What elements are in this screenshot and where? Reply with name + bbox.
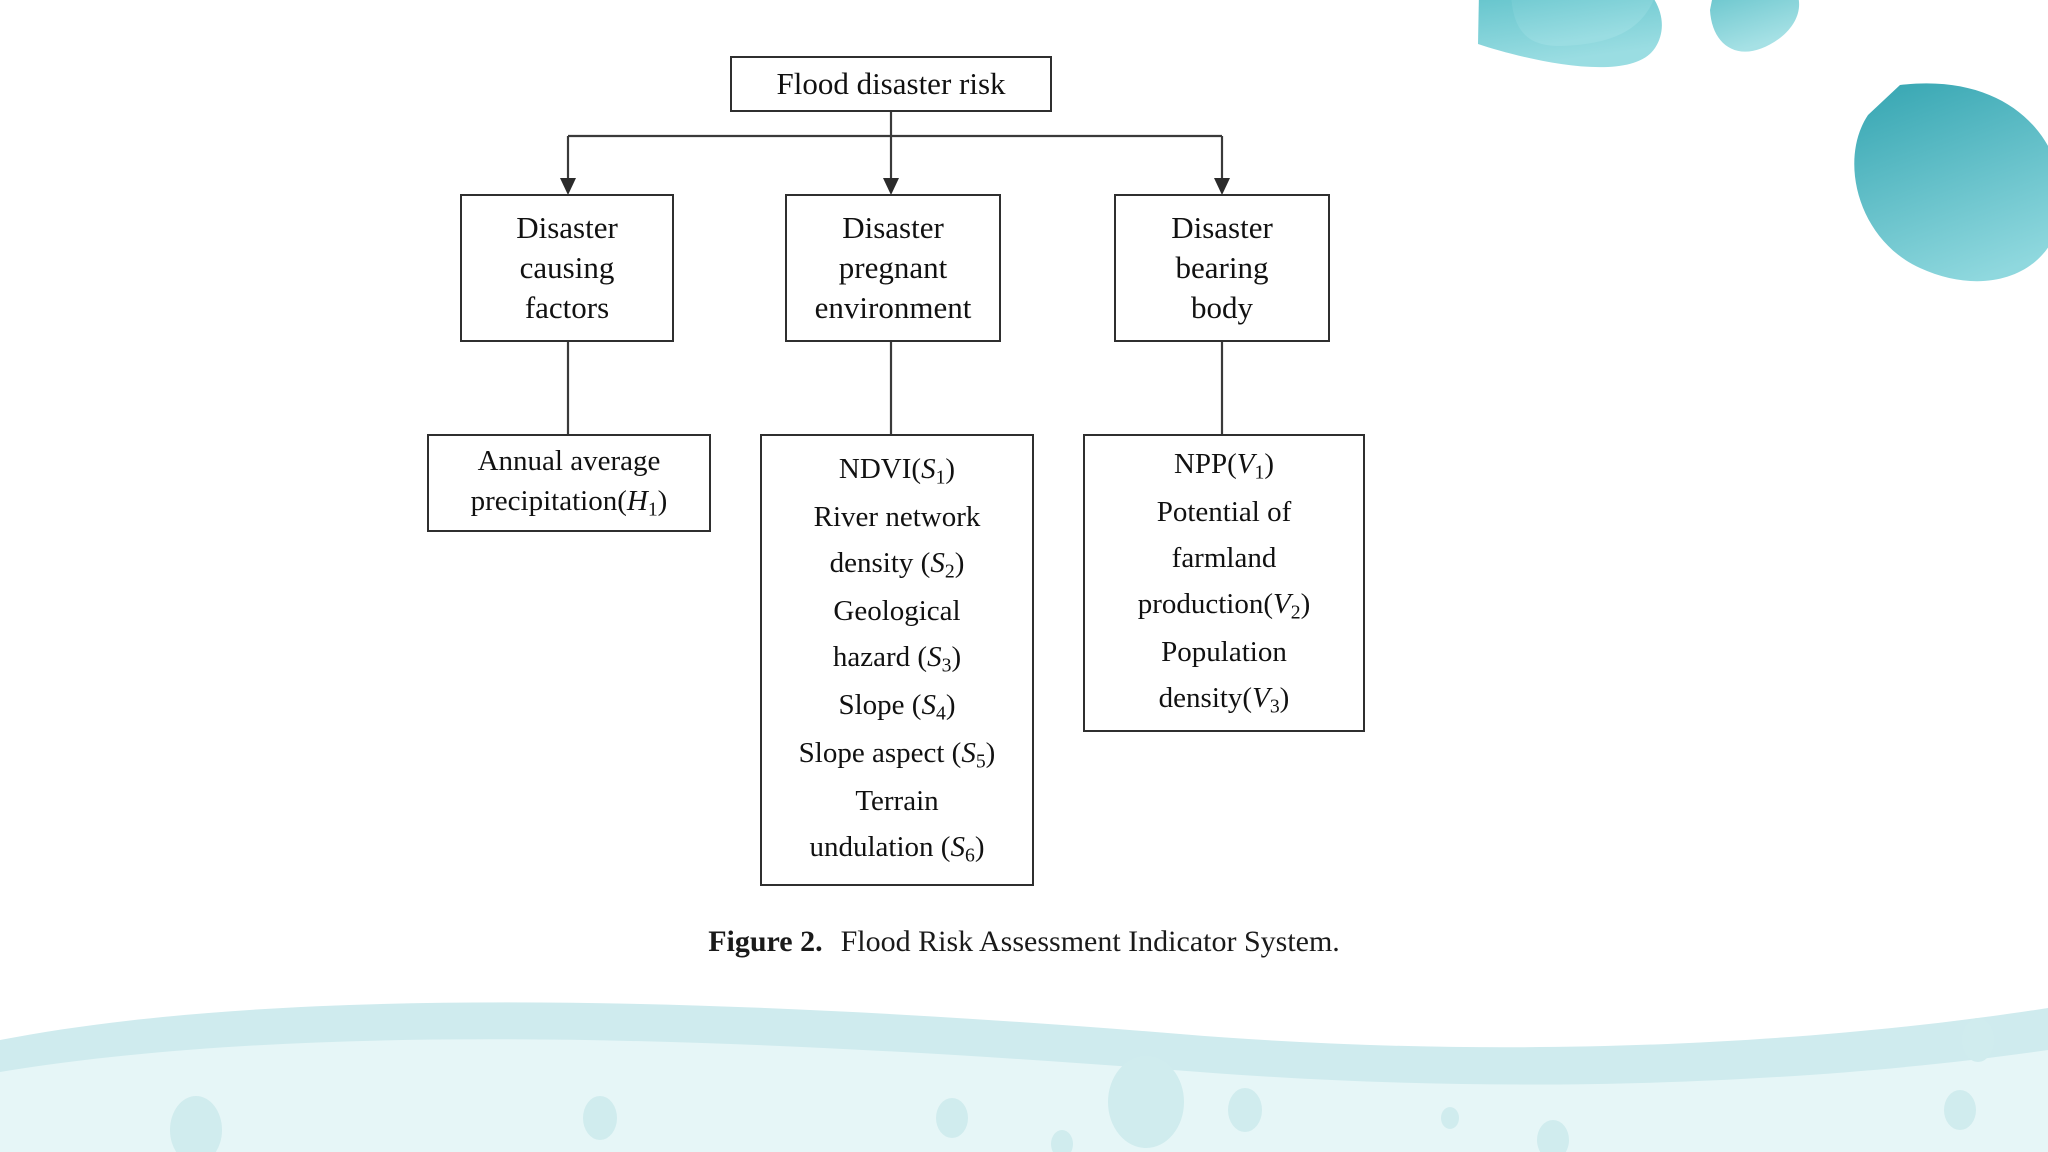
indicator-line: Slope (S4) <box>838 688 956 725</box>
indicator-line: Terrain <box>855 785 939 818</box>
indicator-line: Population <box>1161 635 1287 668</box>
node-bearing-body-indicators[interactable]: NPP(V1) Potential of farmland production(V2… <box>1083 434 1365 732</box>
bottom-wave-decoration <box>0 1002 2048 1152</box>
node-hazard-indicators[interactable]: Annual average precipitation(H1) <box>427 434 711 532</box>
node-label-line: Disaster <box>842 209 944 245</box>
node-label-line: body <box>1191 290 1253 326</box>
node-label-line: pregnant <box>838 249 948 285</box>
indicator-line: Geological <box>833 595 961 628</box>
node-environment-indicators[interactable]: NDVI(S1) River network density (S2) Geologi… <box>760 434 1034 886</box>
flowchart-figure: Flood disaster risk Disaster causing fac… <box>427 56 1365 886</box>
indicator-line: River network <box>813 501 981 534</box>
node-label-line: bearing <box>1175 249 1269 285</box>
indicator-line: NDVI(S1) <box>838 453 956 489</box>
figure-caption-label: Figure 2. <box>708 925 823 958</box>
connector-lines <box>560 112 1230 434</box>
indicator-line: production(V2) <box>1137 587 1311 624</box>
node-label-line: Disaster <box>516 209 618 245</box>
node-disaster-bearing-body[interactable]: Disaster bearing body <box>1114 194 1330 342</box>
node-disaster-pregnant-environment[interactable]: Disaster pregnant environment <box>785 194 1001 342</box>
indicator-line: Annual average <box>477 445 661 478</box>
indicator-line: farmland <box>1171 542 1277 575</box>
indicator-line: Slope aspect (S5) <box>798 736 996 773</box>
node-label-line: causing <box>519 249 615 285</box>
indicator-line: NPP(V1) <box>1173 448 1275 484</box>
node-disaster-causing-factors[interactable]: Disaster causing factors <box>460 194 674 342</box>
node-label-line: Disaster <box>1171 209 1273 245</box>
indicator-line: density (S2) <box>829 546 965 583</box>
node-flood-disaster-risk[interactable]: Flood disaster risk <box>730 56 1052 112</box>
node-label: Flood disaster risk <box>776 65 1006 101</box>
node-label-line: environment <box>814 290 972 326</box>
indicator-line: hazard (S3) <box>832 640 962 677</box>
node-label-line: factors <box>524 290 610 326</box>
indicator-line: Potential of <box>1156 496 1292 529</box>
indicator-line: undulation (S6) <box>809 830 985 867</box>
figure-caption: Figure 2. Flood Risk Assessment Indicator… <box>0 925 2048 959</box>
indicator-line: density(V3) <box>1158 681 1290 718</box>
figure-caption-text: Flood Risk Assessment Indicator System. <box>840 925 1340 958</box>
indicator-line: precipitation(H1) <box>470 484 668 521</box>
